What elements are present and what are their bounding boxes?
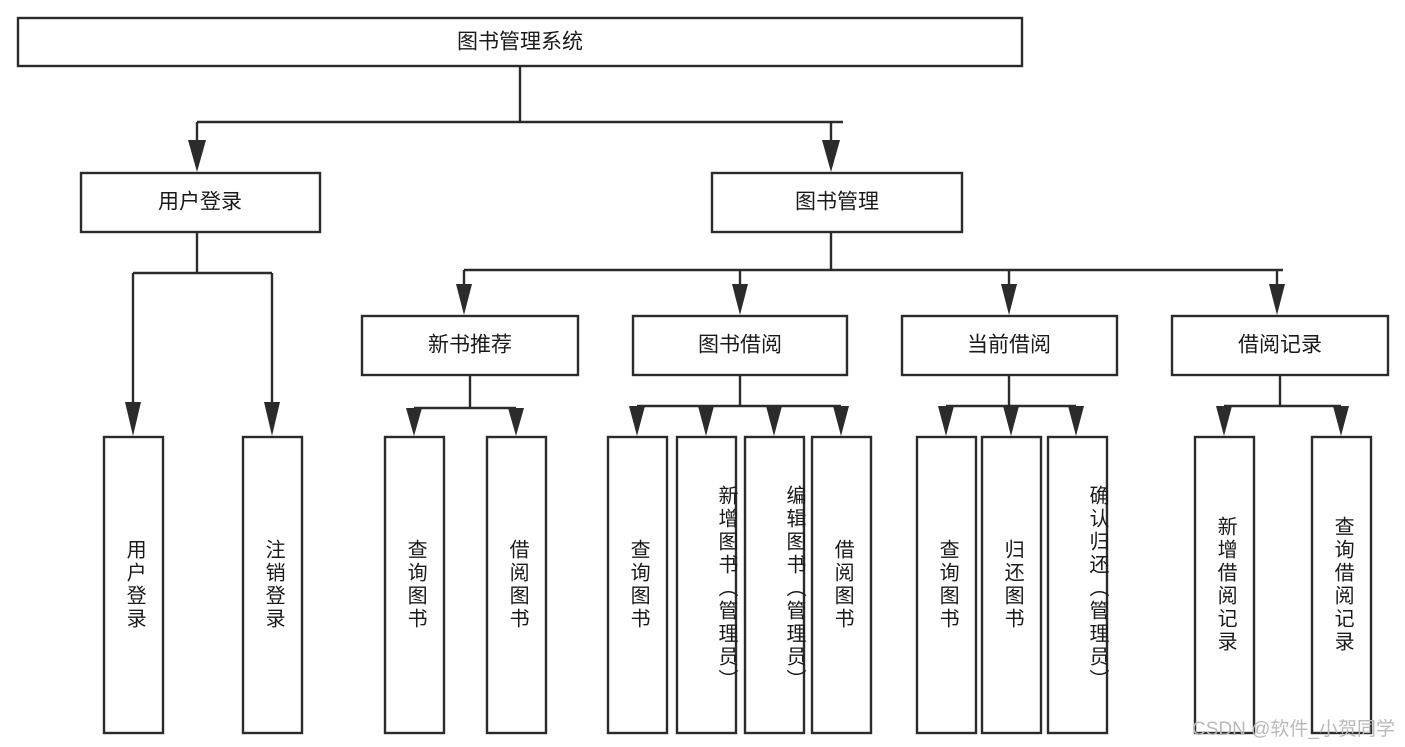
node-box-leaf-add-record[interactable]: [1193, 435, 1256, 735]
node-box-leaf-borrow-book-1[interactable]: [485, 435, 548, 735]
arrow-leaf-edit-book: [766, 406, 782, 436]
arrow-leaf-add-book: [698, 406, 714, 436]
node-box-root[interactable]: [16, 16, 1024, 68]
csdn-watermark: CSDN @软件_小贺同学: [1192, 719, 1395, 740]
node-box-borrow-record[interactable]: [1170, 314, 1390, 377]
node-label-book-borrow: 图书借阅: [698, 334, 782, 357]
arrow-leaf-user-login: [125, 402, 141, 436]
arrow-leaf-query-book-2: [629, 406, 645, 436]
node-label-user-login: 用户登录: [158, 191, 242, 214]
arrow-leaf-return-book: [1003, 406, 1019, 436]
connector-group-borrow-record: [1216, 376, 1349, 436]
node-box-leaf-query-book-2[interactable]: [606, 435, 669, 735]
node-box-leaf-user-login[interactable]: [102, 435, 165, 735]
node-box-leaf-query-book-1[interactable]: [383, 435, 446, 735]
connector-group-book-borrow: [629, 376, 849, 436]
arrow-leaf-query-book-3: [938, 406, 954, 436]
arrow-leaf-confirm-return: [1068, 406, 1084, 436]
arrow-to-borrow-record: [1269, 284, 1285, 315]
node-box-user-login[interactable]: [79, 171, 322, 234]
arrow-leaf-add-record: [1216, 406, 1232, 436]
node-label-new-book-recommend: 新书推荐: [428, 334, 512, 357]
node-box-leaf-confirm-return[interactable]: [1046, 435, 1109, 735]
arrow-to-book-manage: [822, 140, 840, 172]
node-box-leaf-return-book[interactable]: [980, 435, 1043, 735]
node-label-root: 图书管理系统: [457, 31, 583, 54]
arrow-leaf-query-book-1: [406, 408, 422, 436]
node-box-new-book-recommend[interactable]: [360, 314, 580, 377]
node-box-leaf-user-logout[interactable]: [241, 435, 304, 735]
arrow-to-book-borrow: [732, 284, 748, 315]
arrow-leaf-borrow-book-2: [833, 406, 849, 436]
connector-group-current-borrow: [938, 376, 1084, 436]
node-label-book-manage: 图书管理: [795, 191, 879, 214]
node-box-leaf-add-book[interactable]: [675, 435, 738, 735]
node-box-current-borrow[interactable]: [900, 314, 1119, 377]
connector-group-new-book-recommend: [406, 376, 524, 436]
arrow-leaf-user-logout: [264, 402, 280, 436]
arrow-to-user-login: [188, 140, 206, 172]
node-box-book-manage[interactable]: [710, 171, 964, 234]
node-box-leaf-edit-book[interactable]: [743, 435, 806, 735]
arrow-to-new-book-recommend: [456, 284, 472, 315]
arrow-leaf-borrow-book-1: [508, 408, 524, 436]
arrow-leaf-query-record: [1333, 406, 1349, 436]
connector-group-book-manage: [456, 233, 1285, 315]
node-box-leaf-borrow-book-2[interactable]: [810, 435, 873, 735]
node-box-leaf-query-book-3[interactable]: [915, 435, 978, 735]
arrow-to-current-borrow: [1001, 284, 1017, 315]
node-box-book-borrow[interactable]: [631, 314, 849, 377]
connector-group-user-login: [125, 233, 280, 436]
node-label-current-borrow: 当前借阅: [967, 334, 1051, 357]
node-box-leaf-query-record[interactable]: [1310, 435, 1373, 735]
node-label-borrow-record: 借阅记录: [1238, 334, 1322, 357]
connector-group-root: [188, 66, 843, 172]
